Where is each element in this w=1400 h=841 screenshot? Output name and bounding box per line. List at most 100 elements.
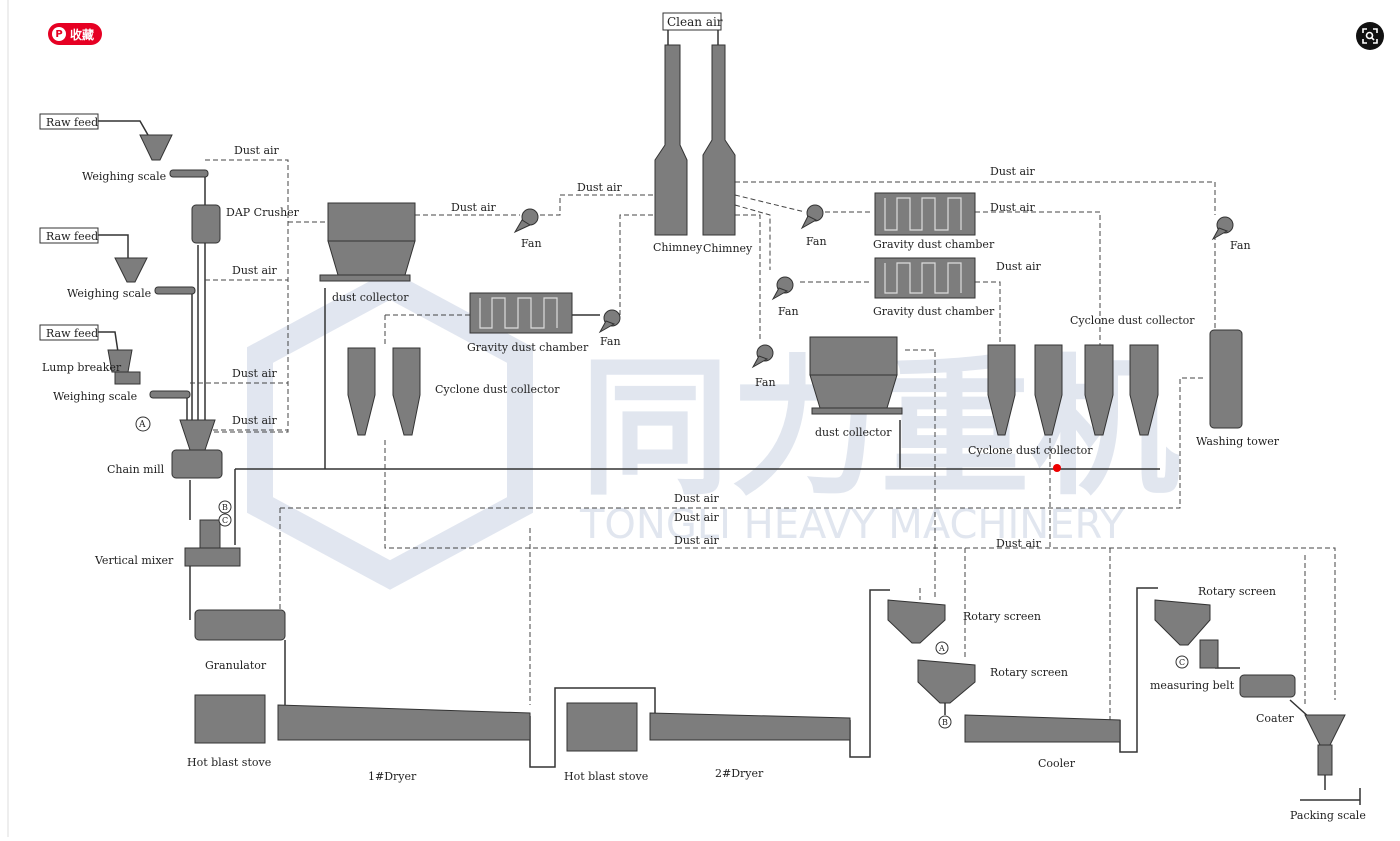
dust-air-label-3: Dust air: [232, 367, 278, 380]
weighing-belt-3: [149, 390, 191, 399]
hot-blast-stove-label-2: Hot blast stove: [564, 770, 648, 783]
weighing-belt-2: [154, 286, 196, 295]
gravity-chamber-2: [874, 192, 976, 236]
dust-air-label-1: Dust air: [234, 144, 280, 157]
save-button[interactable]: P 收藏: [48, 23, 103, 45]
hot-blast-stove-1: [194, 694, 266, 744]
dryer-2-label: 2#Dryer: [715, 767, 764, 780]
chimney-1: [654, 44, 688, 236]
washing-tower: [1209, 329, 1243, 429]
marker-c2-label: C: [1179, 658, 1185, 667]
raw-feed-label-1: Raw feed: [46, 116, 98, 129]
weighing-belt-1: [169, 169, 209, 178]
dust-air-label-8: Dust air: [990, 201, 1036, 214]
hopper-2: [114, 257, 148, 283]
lump-breaker-base: [114, 371, 141, 385]
chimney-label-2: Chimney: [703, 242, 753, 255]
marker-a2-label: A: [938, 644, 945, 653]
dryer-1: [277, 704, 531, 741]
rotary-screen-2: [917, 659, 976, 704]
dust-air-label-13: Dust air: [996, 537, 1042, 550]
dust-air-label-2: Dust air: [232, 264, 278, 277]
dust-air-lines: [190, 159, 1336, 720]
weighing-scale-label-2: Weighing scale: [67, 287, 151, 300]
raw-feed-label-2: Raw feed: [46, 230, 98, 243]
chain-mill-hopper: [179, 419, 216, 451]
cooler-label: Cooler: [1038, 757, 1076, 770]
dust-air-label-9: Dust air: [996, 260, 1042, 273]
dust-collector-2-top: [809, 336, 898, 376]
marker-a-1: [135, 416, 151, 432]
dust-air-label-7: Dust air: [990, 165, 1036, 178]
raw-feed-box-3: [39, 324, 99, 341]
save-label: 收藏: [70, 27, 95, 42]
marker-c-2: [1175, 655, 1189, 669]
hopper-1: [139, 134, 173, 161]
dust-air-label-12: Dust air: [674, 534, 720, 547]
material-lines: [98, 30, 1361, 805]
cyclone-label-1: Cyclone dust collector: [435, 383, 560, 396]
dust-collector-1-top: [327, 202, 416, 242]
visual-search-button[interactable]: [1356, 22, 1384, 50]
dust-air-label-4: Dust air: [232, 414, 278, 427]
fan-label-2: Fan: [806, 235, 827, 248]
gravity-chamber-label-3: Gravity dust chamber: [873, 305, 995, 318]
dap-crusher-label: DAP Crusher: [226, 206, 300, 219]
marker-c-1: [218, 513, 232, 527]
mixer-motor: [199, 519, 221, 549]
fan-label-1: Fan: [521, 237, 542, 250]
gravity-chamber-label-2: Gravity dust chamber: [873, 238, 995, 251]
weighing-scale-label-3: Weighing scale: [53, 390, 137, 403]
cyclone-label-2: Cyclone dust collector: [968, 444, 1093, 457]
marker-a1-label: A: [138, 420, 146, 430]
granulator-label: Granulator: [205, 659, 267, 672]
rotary-screen-label-1: Rotary screen: [963, 610, 1041, 623]
dryer-1-label: 1#Dryer: [368, 770, 417, 783]
marker-c1-label: C: [222, 516, 228, 525]
rotary-screen-3: [1154, 599, 1211, 646]
chimney-label-1: Chimney: [653, 241, 703, 254]
clean-air-label: Clean air: [667, 15, 723, 29]
vertical-mixer-label: Vertical mixer: [94, 554, 174, 567]
chain-mill-body: [171, 449, 223, 479]
coater: [1239, 674, 1296, 698]
dust-air-label-6: Dust air: [577, 181, 623, 194]
cyclone-2b: [1034, 344, 1063, 436]
dust-collector-label-2: dust collector: [815, 426, 892, 439]
chain-mill-label: Chain mill: [107, 463, 165, 476]
dap-crusher: [191, 204, 221, 244]
dust-collector-label-1: dust collector: [332, 291, 409, 304]
packing-scale: [1317, 744, 1333, 776]
dust-collector-1-bottom: [327, 240, 416, 276]
watermark: 同力重机 TONGLI HEAVY MACHINERY: [247, 270, 1180, 590]
fan-label-3: Fan: [600, 335, 621, 348]
dryer-2: [649, 712, 851, 741]
washing-tower-label: Washing tower: [1196, 435, 1280, 448]
cyclone-1a: [347, 347, 376, 436]
fan-label-5: Fan: [755, 376, 776, 389]
chimney-2: [702, 44, 736, 236]
cyclone-1b: [392, 347, 421, 436]
fan-label-6: Fan: [1230, 239, 1251, 252]
granulator-drum: [194, 609, 286, 641]
raw-feed-box-1: [39, 113, 99, 130]
fan-label-4: Fan: [778, 305, 799, 318]
pinterest-icon: P: [52, 27, 66, 41]
mixer-body: [184, 547, 241, 567]
measuring-bin: [1199, 639, 1219, 669]
measuring-belt-label: measuring belt: [1150, 679, 1235, 692]
marker-a-2: [935, 641, 949, 655]
coater-label: Coater: [1256, 712, 1295, 725]
marker-b2-label: B: [942, 718, 948, 727]
cyclone-3b: [1129, 344, 1159, 436]
rotary-screen-label-3: Rotary screen: [1198, 585, 1276, 598]
dust-collector-2-bottom: [809, 374, 898, 409]
hot-blast-stove-2: [566, 702, 638, 752]
visual-search-icon: [1362, 28, 1378, 44]
packing-hopper: [1304, 714, 1346, 746]
cyclone-2a: [987, 344, 1016, 436]
weighing-scale-label-1: Weighing scale: [82, 170, 166, 183]
rotary-screen-label-2: Rotary screen: [990, 666, 1068, 679]
